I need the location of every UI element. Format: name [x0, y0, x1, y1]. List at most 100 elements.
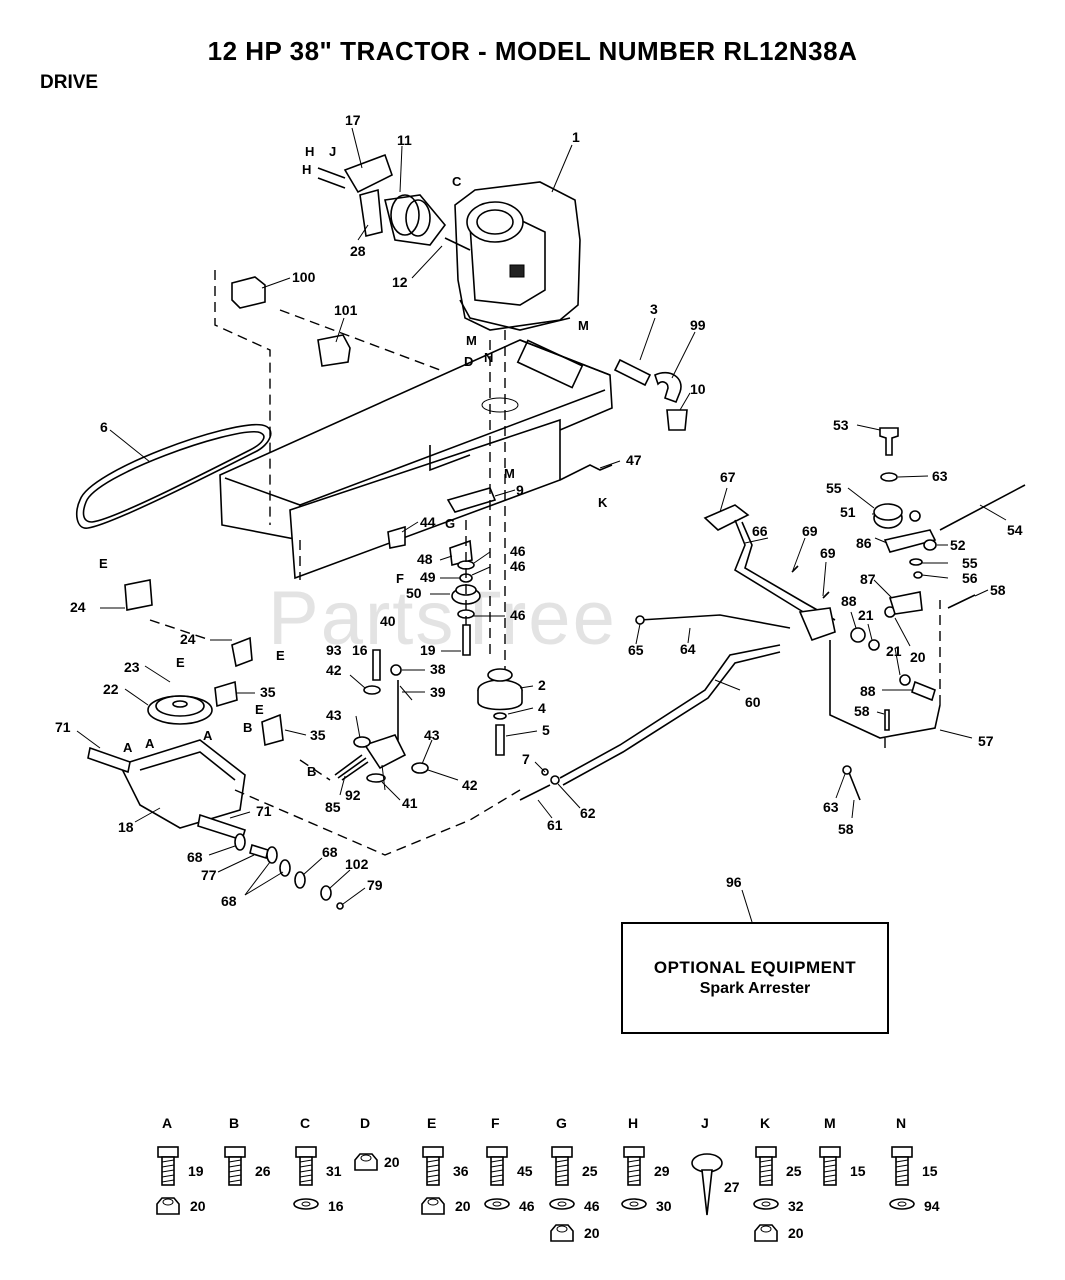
bracket-part-35b[interactable]	[261, 713, 284, 747]
washer-part-63a[interactable]	[842, 765, 852, 775]
bracket-part-44[interactable]	[387, 525, 406, 549]
key-letter-b: B	[229, 1115, 239, 1131]
bolt-part-40[interactable]	[372, 649, 381, 681]
key-part-k-b0: 32	[788, 1198, 804, 1214]
bracket-part-87[interactable]	[888, 591, 923, 615]
pin-part-58b[interactable]	[847, 769, 861, 801]
bracket-part-24b[interactable]	[231, 636, 253, 668]
washer-part-68c[interactable]	[294, 871, 306, 889]
bushing-part-88a[interactable]	[850, 627, 866, 643]
bushing-part-21b[interactable]	[899, 674, 911, 686]
key-part-c: 31	[326, 1163, 342, 1179]
bolt-part-53[interactable]	[879, 427, 899, 456]
washer-part-102[interactable]	[320, 885, 332, 901]
callout-2: 2	[538, 677, 546, 693]
clip-part-47[interactable]	[559, 464, 613, 481]
key-bolt-c	[295, 1146, 317, 1186]
shift-rod-part-60[interactable]	[559, 644, 781, 786]
engine-part-1[interactable]	[454, 181, 581, 331]
extension-part-3[interactable]	[613, 358, 652, 387]
callout-42b: 42	[462, 777, 478, 793]
nut-part-55a[interactable]	[909, 510, 921, 522]
key-bolt-a	[157, 1146, 179, 1186]
washer-part-68b1[interactable]	[266, 846, 278, 864]
bushing-part-21a[interactable]	[868, 639, 880, 651]
lever-part-86[interactable]	[883, 529, 937, 553]
pin-part-58c[interactable]	[947, 594, 976, 609]
letter-c: C	[452, 174, 462, 189]
bracket-part-24a[interactable]	[124, 579, 153, 611]
idler-arm-part-92[interactable]	[363, 734, 407, 770]
washer-part-68a[interactable]	[234, 833, 246, 851]
washer-part-43a[interactable]	[353, 736, 371, 748]
washer-part-43b[interactable]	[411, 762, 429, 774]
nut-part-38[interactable]	[390, 664, 402, 676]
callout-69b: 69	[820, 545, 836, 561]
callout-86: 86	[856, 535, 872, 551]
nut-part-62[interactable]	[550, 775, 560, 785]
washer-part-55b[interactable]	[909, 558, 923, 566]
letter-e1: E	[99, 556, 108, 571]
rod-part-61[interactable]	[519, 784, 551, 801]
bracket-part-35a[interactable]	[214, 680, 238, 708]
washer-part-46a[interactable]	[457, 560, 475, 570]
key-bolt-g	[551, 1146, 573, 1186]
key-bolt-n	[891, 1146, 913, 1186]
callout-21a: 21	[858, 607, 874, 623]
callout-48: 48	[417, 551, 433, 567]
key-washer-k-0	[753, 1198, 779, 1210]
muffler-part-11[interactable]	[384, 194, 447, 246]
bushing-part-88b[interactable]	[911, 680, 936, 702]
page-title: 12 HP 38" TRACTOR - MODEL NUMBER RL12N38…	[207, 36, 858, 66]
cap-part-10[interactable]	[666, 409, 688, 431]
key-part-77[interactable]	[249, 843, 269, 860]
bolt-part-5[interactable]	[495, 724, 505, 756]
callout-88a: 88	[841, 593, 857, 609]
key-part-f: 45	[517, 1163, 533, 1179]
callout-5: 5	[542, 722, 550, 738]
washer-part-68b2[interactable]	[279, 859, 291, 877]
letter-b1: B	[243, 720, 252, 735]
pin-part-79[interactable]	[336, 902, 344, 910]
key-part-a: 19	[188, 1163, 204, 1179]
rod-part-54[interactable]	[939, 484, 1026, 531]
drive-belt-part-6[interactable]	[75, 423, 272, 529]
engine-pulley-part-2[interactable]	[477, 668, 523, 711]
heat-shield-part-17[interactable]	[343, 153, 393, 194]
callout-22: 22	[103, 681, 119, 697]
washer-part-4[interactable]	[493, 712, 507, 720]
elbow-part-99[interactable]	[654, 371, 682, 404]
idler-bracket-part-9[interactable]	[446, 487, 497, 513]
transaxle-part-18[interactable]	[87, 739, 246, 842]
pedal-part-67[interactable]	[703, 504, 750, 531]
pin-part-58a[interactable]	[884, 709, 890, 731]
letter-e2: E	[276, 648, 285, 663]
callout-96: 96	[726, 874, 742, 890]
bracket-part-52[interactable]	[923, 539, 937, 551]
letter-b2: B	[307, 764, 316, 779]
bracket-part-57[interactable]	[829, 640, 941, 739]
bracket-part-100[interactable]	[231, 276, 266, 309]
key-letter-n: N	[896, 1115, 906, 1131]
clip-part-65[interactable]	[635, 615, 645, 625]
hardware-key: A1920B26C3116D20E3620F4546G254620H2930J2…	[156, 1115, 940, 1242]
washer-part-63b[interactable]	[880, 472, 898, 482]
key-screw-j	[691, 1153, 723, 1216]
washer-part-56[interactable]	[913, 571, 923, 579]
key-part-e-b0: 20	[455, 1198, 471, 1214]
washer-part-16[interactable]	[363, 685, 381, 695]
callout-21b: 21	[886, 643, 902, 659]
callout-labels: 1 3 99 10 17 11 28 12 100 101 6 9 47 44 …	[55, 112, 1023, 909]
bolt-part-19[interactable]	[462, 624, 471, 656]
callout-43a: 43	[326, 707, 342, 723]
washer-part-41[interactable]	[366, 773, 386, 783]
knob-part-51[interactable]	[873, 503, 903, 529]
callout-68c: 68	[322, 844, 338, 860]
bracket-part-101[interactable]	[317, 334, 351, 367]
callout-65: 65	[628, 642, 644, 658]
gasket-part-28[interactable]	[359, 188, 383, 237]
spring-part-85[interactable]	[334, 754, 369, 781]
transmission-pulley-part-22[interactable]	[147, 695, 213, 725]
brake-rod-part-64[interactable]	[639, 614, 791, 629]
